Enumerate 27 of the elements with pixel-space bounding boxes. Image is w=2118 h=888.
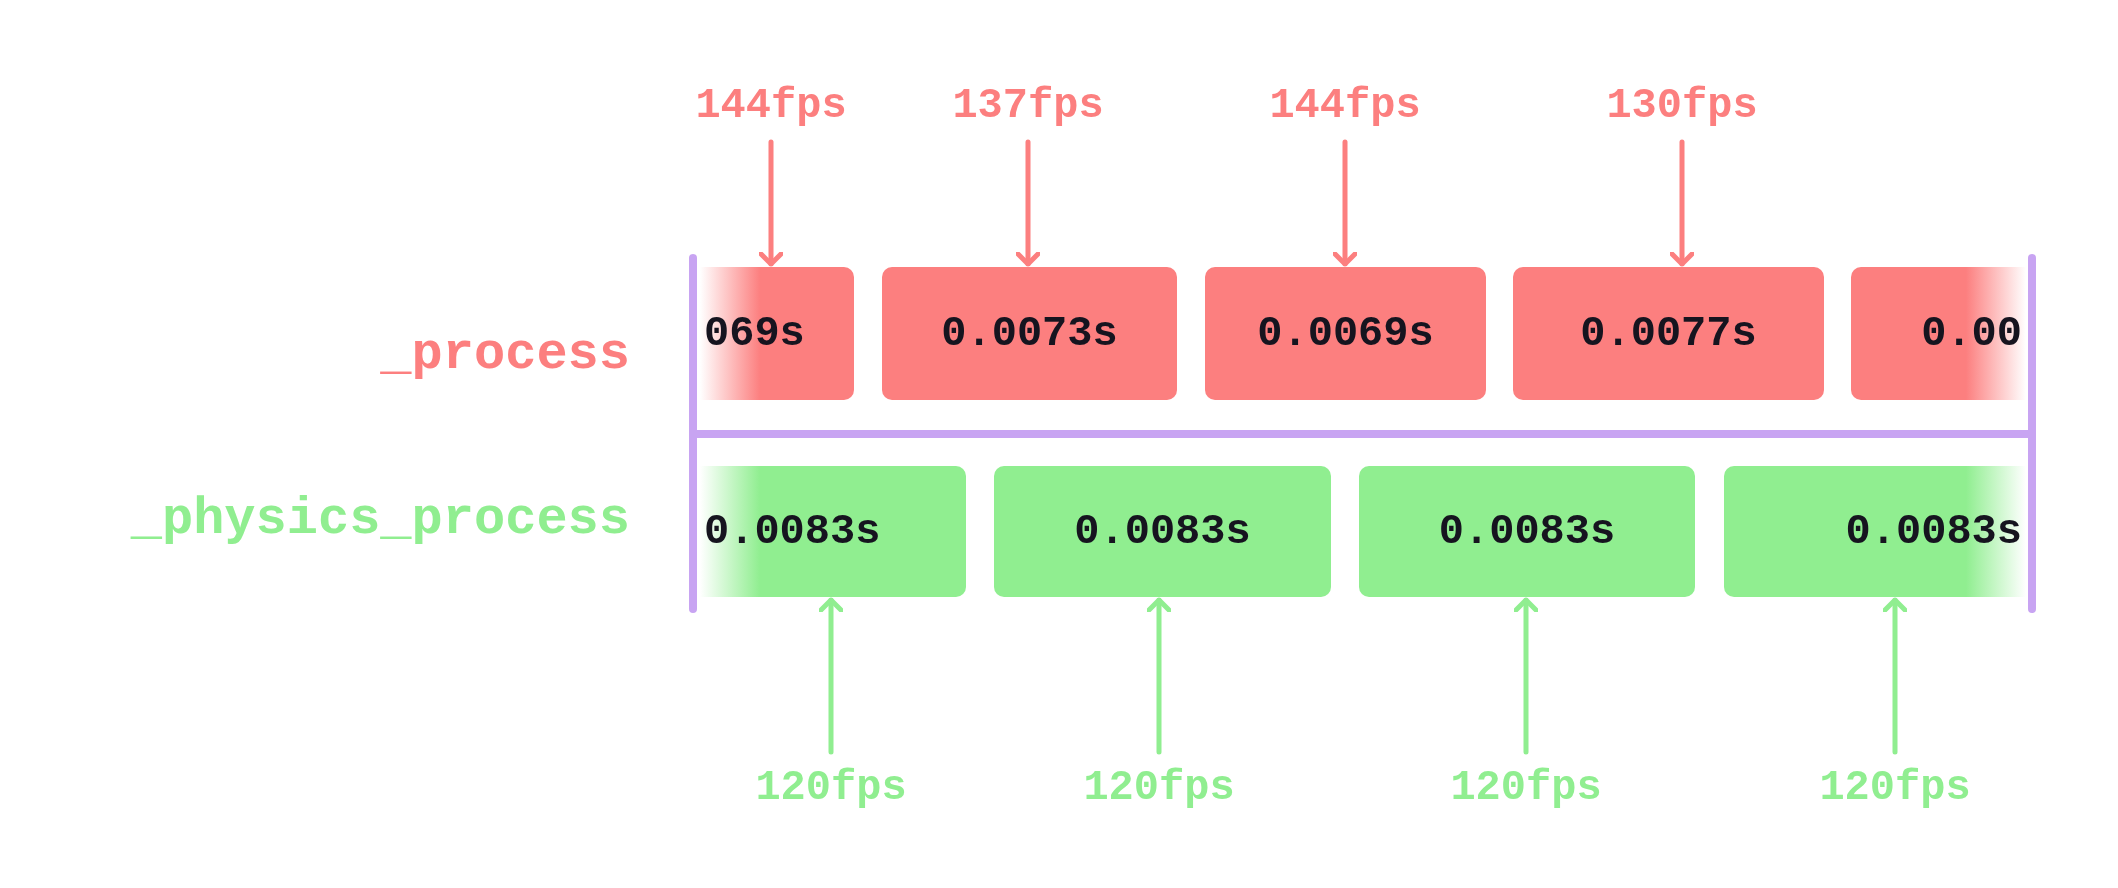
frame-time-box: 0.0083s [994,466,1331,597]
row-label: _physics_process [130,490,630,549]
frame-time-box: 0.00 [1851,267,2026,400]
frame-time-box: 0.0077s [1513,267,1824,400]
frame-time-box: 0.0083s [1359,466,1695,597]
fps-label: 120fps [1069,760,1249,816]
fps-label: 120fps [1805,760,1985,816]
arrow [1331,139,1359,267]
frame-time-box: 0.0073s [882,267,1177,400]
arrow [757,139,785,267]
arrow [1881,597,1909,755]
fps-label: 144fps [1255,78,1435,134]
frame-time-box: 0.0069s [1205,267,1486,400]
fps-label: 120fps [1436,760,1616,816]
frame-time-box: 0.0083s [1724,466,2026,597]
frame-time-box: 0.0083s [700,466,966,597]
frame-time-box: 069s [700,267,854,400]
arrow [1668,139,1696,267]
row-label: _process [380,325,630,384]
arrow [817,597,845,755]
fps-label: 137fps [938,78,1118,134]
fps-label: 120fps [741,760,921,816]
arrow [1014,139,1042,267]
fps-label: 144fps [681,78,861,134]
fps-label: 130fps [1592,78,1772,134]
arrow [1145,597,1173,755]
arrow [1512,597,1540,755]
